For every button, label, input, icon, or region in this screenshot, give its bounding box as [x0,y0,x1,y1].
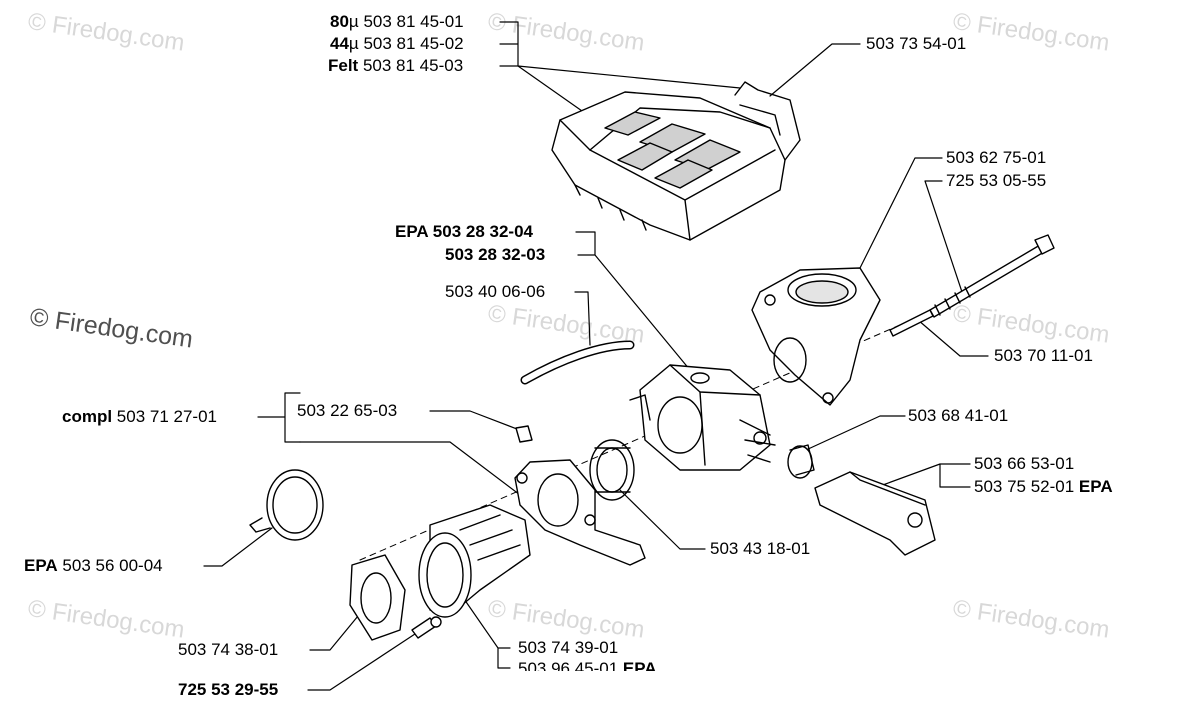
air-filter [551,81,801,241]
hose-clamp [249,469,324,541]
label-carb: 503 28 32-03 [445,245,546,264]
label-503-73-54-01: 503 73 54-01 [866,34,967,53]
label-725-53-05-55: 725 53 05-55 [946,171,1047,190]
label-503-75-52-01: 503 75 52-01 EPA [974,477,1113,496]
label-carb-epa: EPA 503 28 32-04 [395,222,533,241]
intake-manifold [751,267,881,406]
label-503-68-41-01: 503 68 41-01 [908,406,1009,425]
pin [889,309,934,337]
bolt [929,234,1055,318]
label-filter-felt: Felt 503 81 45-03 [328,56,464,75]
label-503-66-53-01: 503 66 53-01 [974,454,1075,473]
intake-boot [418,504,531,618]
label-503-74-38-01: 503 74 38-01 [178,640,279,659]
label-503-43-18-01: 503 43 18-01 [710,539,811,558]
adapter-ring [589,439,635,501]
flange-bracket [514,459,646,566]
choke-lever [787,444,815,479]
screw [411,616,442,639]
label-503-74-39-01: 503 74 39-01 [518,638,619,657]
label-compl: compl 503 71 27-01 [62,407,217,426]
label-fuel-hose: 503 40 06-06 [445,282,546,301]
label-epa-503-56-00-04: EPA 503 56 00-04 [24,556,163,575]
carburetor [629,364,776,471]
label-503-96-45-01: 503 96 45-01 EPA [518,659,657,671]
leader-lines [203,21,989,691]
label-503-62-75-01: 503 62 75-01 [946,148,1047,167]
clip [515,425,533,443]
label-filter-44: 44µ 503 81 45-02 [330,34,464,53]
label-503-22-65-03: 503 22 65-03 [297,401,398,420]
throttle-assembly [814,471,936,556]
gasket [349,554,406,641]
label-725-53-29-55: 725 53 29-55 [178,680,279,699]
label-filter-80: 80µ 503 81 45-01 [330,12,464,31]
label-503-70-11-01: 503 70 11-01 [994,346,1093,365]
fuel-hose [522,342,633,383]
